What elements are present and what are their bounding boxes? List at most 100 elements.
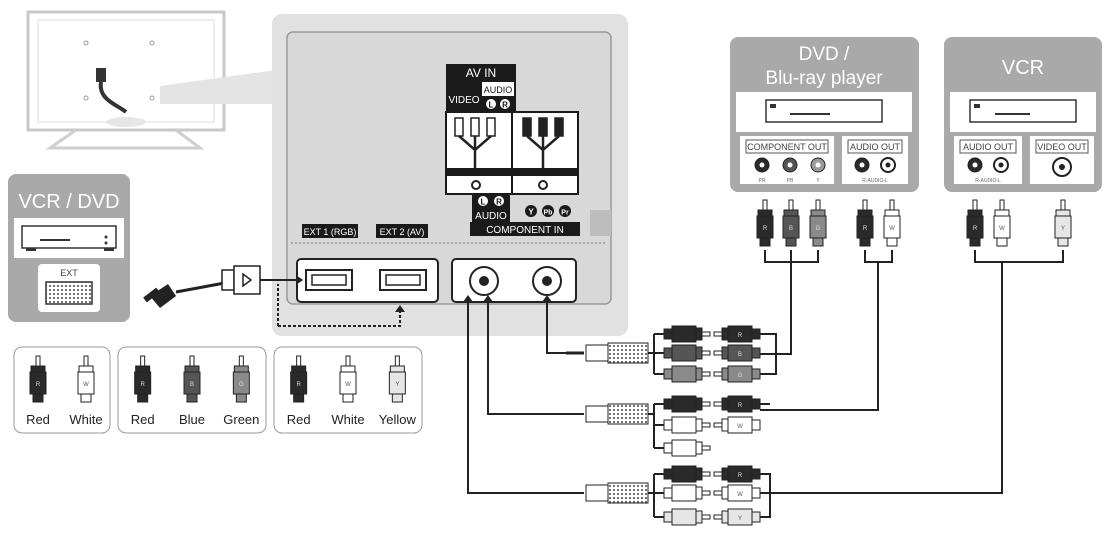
tv-side-plugs xyxy=(566,342,649,504)
video-label: VIDEO xyxy=(448,95,479,106)
svg-text:B: B xyxy=(738,352,742,358)
legend-plug: W xyxy=(77,355,95,403)
legend-label: White xyxy=(331,412,364,427)
cable-male-plug: R xyxy=(713,325,761,343)
legend-label: Red xyxy=(26,412,50,427)
dvd-title-line2: Blu-ray player xyxy=(765,68,883,89)
svg-text:Y: Y xyxy=(1061,226,1065,232)
pr-out: PR xyxy=(759,178,766,184)
legend-label: Green xyxy=(223,412,259,427)
legend-plug: W xyxy=(339,355,357,403)
svg-text:R: R xyxy=(863,226,868,232)
svg-text:R: R xyxy=(763,226,768,232)
dvd-audio-plug: W xyxy=(883,199,901,247)
y-out: Y xyxy=(816,178,820,184)
cable-color-legend: RRedWWhiteRRedBBlueGGreenRRedWWhiteYYell… xyxy=(13,346,423,434)
dvd-audio-plug: R xyxy=(856,199,874,247)
av-in-label: AV IN xyxy=(466,66,496,80)
legend-label: Red xyxy=(287,412,311,427)
ext1-label: EXT 1 (RGB) xyxy=(304,227,357,237)
ext2-label: EXT 2 (AV) xyxy=(380,227,425,237)
scart-cable xyxy=(143,265,405,327)
tv-back-panel: AV IN VIDEO AUDIO L R L R AUDIO Y Pb Pr xyxy=(272,14,628,336)
cable-male-plug: B xyxy=(713,344,761,362)
legend-plug: R xyxy=(29,355,47,403)
cable-male-plug: R xyxy=(713,395,761,413)
component-in-label: COMPONENT IN xyxy=(486,225,564,236)
vcr-plug: W xyxy=(993,199,1011,247)
cable-male-plug: Y xyxy=(713,508,761,526)
svg-text:W: W xyxy=(737,424,743,430)
legend-label: White xyxy=(69,412,102,427)
svg-text:W: W xyxy=(83,382,89,388)
y-badge: Y xyxy=(528,208,534,217)
cable-lines xyxy=(467,250,1064,518)
svg-text:Y: Y xyxy=(395,382,399,388)
dvd-audio-out-label: AUDIO OUT xyxy=(850,142,901,152)
svg-text:R: R xyxy=(140,382,145,388)
svg-text:Y: Y xyxy=(738,516,742,522)
legend-label: Yellow xyxy=(379,412,417,427)
svg-text:R: R xyxy=(296,382,301,388)
splitter-female-jack xyxy=(663,484,711,502)
vcr-plug: Y xyxy=(1054,199,1072,247)
dvd-bluray-device: DVD / Blu-ray player COMPONENT OUT PR PB… xyxy=(730,37,919,192)
dvd-component-plug: B xyxy=(782,199,800,247)
svg-text:B: B xyxy=(190,382,194,388)
splitter-female-jack xyxy=(663,325,711,343)
splitter-female-jack xyxy=(663,395,711,413)
vcr-audio-out-label: AUDIO OUT xyxy=(963,142,1014,152)
vcr-plug: R xyxy=(966,199,984,247)
L-badge: L xyxy=(489,101,494,110)
splitter-female-jack xyxy=(663,365,711,383)
splitter-female-jack xyxy=(663,465,711,483)
R-badge-bottom: R xyxy=(496,198,502,207)
svg-text:B: B xyxy=(789,226,793,232)
legend-plug: Y xyxy=(388,355,406,403)
dvd-component-plug: R xyxy=(756,199,774,247)
svg-text:G: G xyxy=(816,226,821,232)
svg-text:R: R xyxy=(36,382,41,388)
legend-group: R Red W White xyxy=(13,346,111,434)
dvd-title-line1: DVD / xyxy=(799,44,850,65)
cable-male-plug: W xyxy=(713,484,761,502)
dvd-component-plug: G xyxy=(809,199,827,247)
splitter-female-jack xyxy=(663,508,711,526)
svg-text:R: R xyxy=(738,333,743,339)
audio-label-top: AUDIO xyxy=(484,85,513,95)
plug-layer: R B G R W R W Y R B G R W R W Y xyxy=(663,199,1072,526)
vcr-audio-sub: R-AUDIO-L xyxy=(975,178,1001,184)
ext-port-label: EXT xyxy=(60,268,78,278)
svg-text:W: W xyxy=(737,492,743,498)
L-badge-bottom: L xyxy=(481,198,486,207)
svg-text:G: G xyxy=(738,373,743,379)
dvd-audio-sub: R-AUDIO-L xyxy=(862,178,888,184)
svg-text:W: W xyxy=(345,382,351,388)
vcr-dvd-title: VCR / DVD xyxy=(18,191,119,213)
legend-label: Blue xyxy=(179,412,205,427)
cable-male-plug: W xyxy=(713,416,761,434)
legend-label: Red xyxy=(131,412,155,427)
vcr-video-out-label: VIDEO OUT xyxy=(1037,142,1087,152)
jack-arrows xyxy=(463,295,552,302)
legend-group: R Red W White Y Yellow xyxy=(273,346,423,434)
pr-badge: Pr xyxy=(561,210,569,217)
vcr-title: VCR xyxy=(1002,57,1044,79)
component-out-label: COMPONENT OUT xyxy=(747,142,827,152)
tv-thumbnail xyxy=(26,10,276,150)
pb-badge: Pb xyxy=(544,210,553,217)
R-badge: R xyxy=(502,101,508,110)
svg-text:R: R xyxy=(973,226,978,232)
splitter-female-jack xyxy=(663,416,711,434)
pb-out: PB xyxy=(787,178,794,184)
audio-label-bottom: AUDIO xyxy=(475,211,507,222)
vcr-dvd-device: VCR / DVD EXT xyxy=(8,174,130,322)
legend-plug: R xyxy=(134,355,152,403)
svg-text:W: W xyxy=(889,226,895,232)
cable-male-plug: R xyxy=(713,465,761,483)
splitter-female-jack xyxy=(663,439,711,457)
cable-male-plug: G xyxy=(713,365,761,383)
legend-plug: B xyxy=(183,355,201,403)
splitter-female-jack xyxy=(663,344,711,362)
